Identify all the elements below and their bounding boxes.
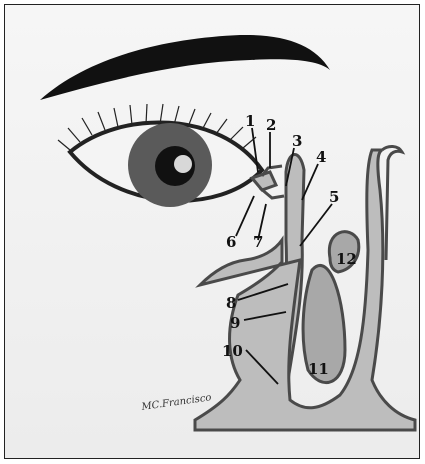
label-2: 2	[266, 116, 276, 134]
nasal-septum	[382, 146, 402, 260]
label-12: 12	[336, 250, 357, 268]
label-7: 7	[253, 233, 263, 251]
label-11: 11	[308, 360, 329, 378]
label-1: 1	[245, 112, 255, 130]
label-3: 3	[292, 132, 302, 150]
label-8: 8	[226, 294, 236, 312]
label-6: 6	[226, 233, 236, 251]
lower-canaliculus	[260, 188, 284, 198]
label-9: 9	[230, 314, 240, 332]
label-10: 10	[222, 342, 243, 360]
label-5: 5	[329, 188, 339, 206]
eyebrow	[40, 35, 330, 100]
label-4: 4	[316, 148, 326, 166]
artist-signature: MC.Francisco	[140, 392, 212, 413]
eye-highlight	[174, 155, 192, 173]
